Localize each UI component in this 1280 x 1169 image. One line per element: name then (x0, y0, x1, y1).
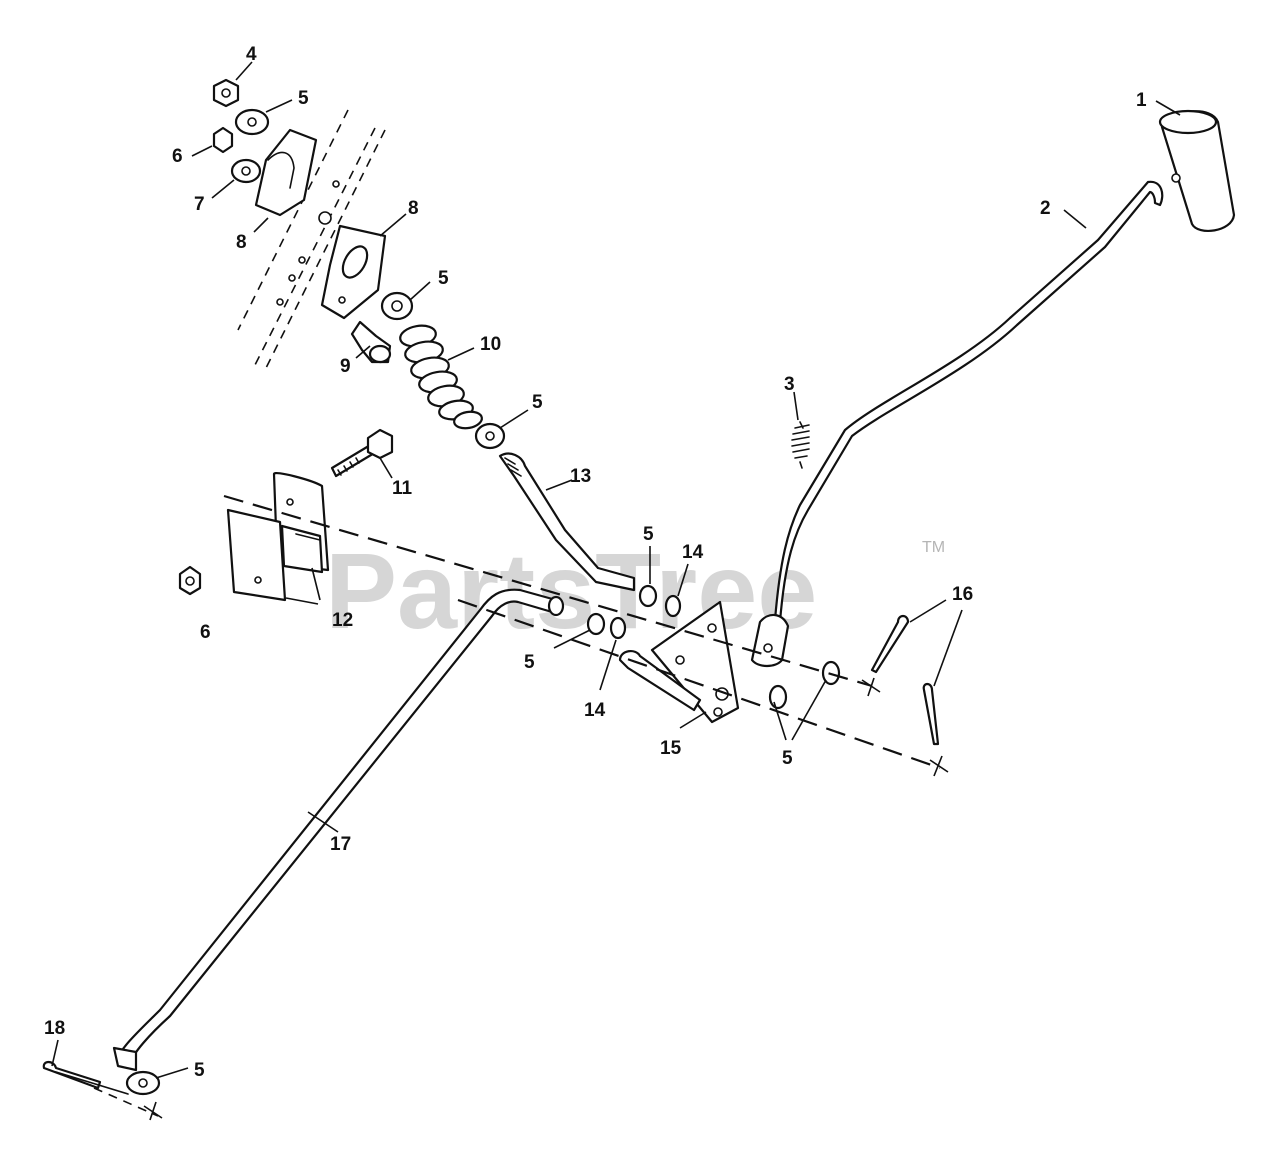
callout-5-right: 5 (782, 748, 793, 769)
callout-15: 15 (660, 738, 682, 759)
callout-6-bottom: 6 (200, 622, 211, 643)
nut-part-4 (212, 78, 240, 108)
watermark-trademark: TM (922, 539, 945, 556)
washer-part-14 (609, 594, 682, 640)
washer-part-7 (230, 158, 262, 184)
callout-11: 11 (392, 478, 413, 499)
frame-plate (237, 109, 386, 371)
rod-part-17 (112, 588, 565, 1072)
callout-12: 12 (332, 610, 353, 631)
callout-2: 2 (1040, 198, 1051, 219)
callout-8-right: 8 (408, 198, 419, 219)
pivot-bracket-part-15 (618, 600, 740, 724)
spring-part (791, 421, 810, 469)
callout-5-top: 5 (298, 88, 309, 109)
callout-5-left: 5 (524, 652, 535, 673)
leader-lines (51, 61, 1181, 1079)
callout-10: 10 (480, 334, 501, 355)
callout-6-top: 6 (172, 146, 183, 167)
bolt-part-9 (350, 320, 392, 364)
bolt-part-11 (330, 428, 394, 478)
callout-1: 1 (1136, 90, 1147, 111)
callout-14-lower: 14 (584, 700, 606, 721)
callout-5-bottom: 5 (194, 1060, 205, 1081)
callout-17: 17 (330, 834, 351, 855)
callout-3: 3 (784, 374, 795, 395)
rod-part-13 (498, 452, 636, 592)
washer-part-5 (125, 108, 841, 1096)
callout-4: 4 (246, 44, 257, 65)
callout-5-mid: 5 (643, 524, 654, 545)
callout-13: 13 (570, 466, 591, 487)
cotter-pin-part-16 (870, 614, 940, 746)
block-part-12 (226, 472, 330, 602)
callout-5-upper: 5 (438, 268, 449, 289)
callout-8-left: 8 (236, 232, 247, 253)
callout-7: 7 (194, 194, 205, 215)
nut-part-6 (178, 126, 234, 596)
callout-9: 9 (340, 356, 351, 377)
callout-16: 16 (952, 584, 973, 605)
callout-labels: 1 2 3 4 5 6 7 8 8 5 9 10 5 11 12 13 5 14… (44, 44, 1147, 1081)
callout-14-upper: 14 (682, 542, 704, 563)
assembly-axes (93, 494, 949, 1121)
cotter-pin-part-18 (42, 1060, 129, 1095)
handle-grip-part (1158, 109, 1236, 232)
bracket-part-8 (254, 128, 387, 320)
callout-18: 18 (44, 1018, 65, 1039)
coil-spring-part-10 (399, 324, 483, 430)
callout-5-spring: 5 (532, 392, 543, 413)
